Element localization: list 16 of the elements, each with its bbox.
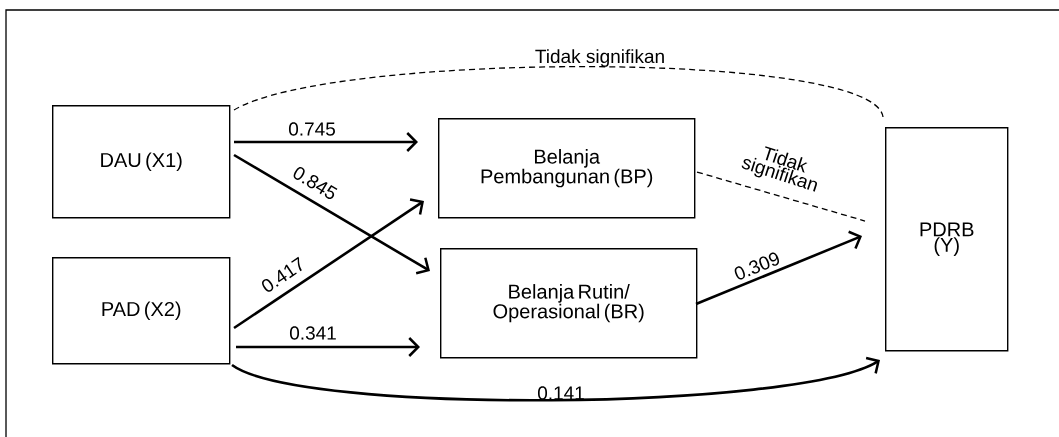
edge-label: 0.341 <box>289 326 336 340</box>
edge-label: 0.845 <box>293 167 338 200</box>
variable-box: Belanja Rutin/ Operasional (BR) <box>440 248 698 359</box>
edge-label: 0.745 <box>288 122 335 136</box>
arrow <box>236 337 420 357</box>
arrow <box>233 153 430 275</box>
arrow <box>233 198 424 330</box>
edge-label: 0.309 <box>734 252 780 280</box>
arrow <box>695 230 862 306</box>
variable-box: DAU (X1) <box>52 105 231 219</box>
arrow <box>234 132 418 152</box>
variable-box: PDRB (Y) <box>885 127 1009 352</box>
variable-box: PAD (X2) <box>52 257 231 365</box>
edge-label: Tidak signifikan <box>535 49 664 67</box>
arrow <box>231 356 880 402</box>
variable-box: Belanja Pembangunan (BP) <box>438 118 696 219</box>
